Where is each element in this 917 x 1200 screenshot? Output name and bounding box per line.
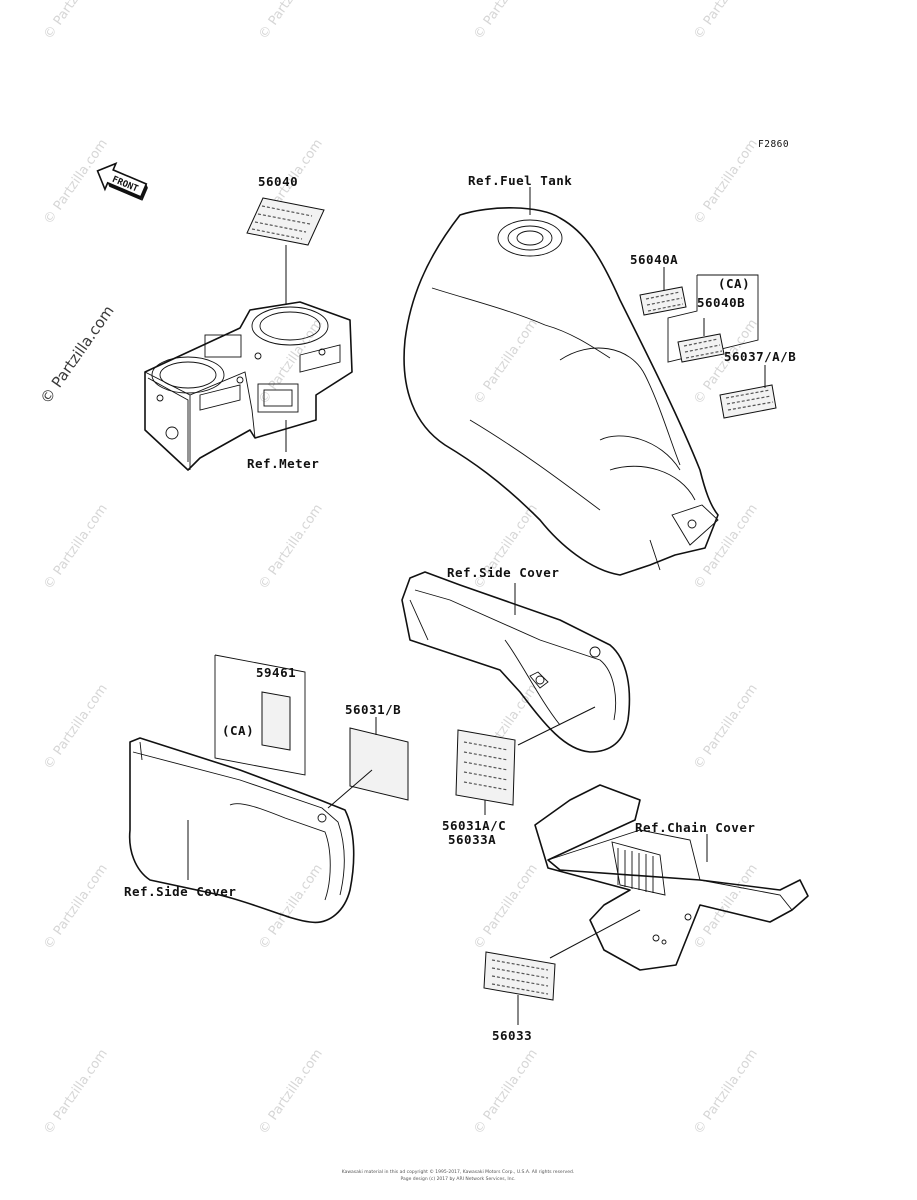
- ca-group-59461: [214, 654, 306, 776]
- watermark: © Partzilla.com: [41, 137, 111, 228]
- callout-56031AC: 56031A/C: [442, 818, 506, 833]
- ca-group-56040B: [667, 274, 759, 363]
- watermark: © Partzilla.com: [471, 0, 541, 42]
- side-cover-right: [401, 571, 631, 753]
- decal-56031B: [327, 717, 409, 809]
- side-cover-left: [128, 737, 355, 924]
- watermark-dark: © Partzilla.com: [37, 302, 118, 407]
- watermark-layer: © Partzilla.com © Partzilla.com © Partzi…: [37, 0, 761, 1137]
- watermark: © Partzilla.com: [691, 502, 761, 593]
- watermark: © Partzilla.com: [256, 317, 326, 408]
- decal-56031AC: [455, 729, 516, 815]
- ca-label-2: (CA): [222, 723, 254, 738]
- watermark: © Partzilla.com: [41, 0, 111, 42]
- footer-page-design: Page design (c) 2017 by ARI Network Serv…: [400, 1176, 515, 1182]
- ca-label-1: (CA): [718, 276, 750, 291]
- callout-ref-fuel-tank: Ref.Fuel Tank: [468, 173, 572, 188]
- callout-56040: 56040: [258, 174, 298, 189]
- callout-59461: 59461: [256, 665, 296, 680]
- watermark: © Partzilla.com: [256, 1047, 326, 1138]
- watermark: © Partzilla.com: [41, 862, 111, 953]
- watermark: © Partzilla.com: [256, 502, 326, 593]
- figure-code: F2860: [758, 139, 789, 150]
- callout-ref-chain-cover: Ref.Chain Cover: [635, 820, 755, 835]
- decal-56037: [719, 365, 777, 419]
- watermark: © Partzilla.com: [691, 0, 761, 42]
- watermark: © Partzilla.com: [41, 1047, 111, 1138]
- watermark: © Partzilla.com: [691, 137, 761, 228]
- callout-56033: 56033: [492, 1028, 532, 1043]
- decal-56040A: [639, 267, 687, 316]
- watermark: © Partzilla.com: [691, 862, 761, 953]
- callout-56031B: 56031/B: [345, 702, 401, 717]
- fuel-tank: [403, 187, 719, 576]
- callout-ref-side-cover-left: Ref.Side Cover: [124, 884, 236, 899]
- watermark: © Partzilla.com: [256, 0, 326, 42]
- callout-56040B: 56040B: [697, 295, 745, 310]
- callout-ref-side-cover-right: Ref.Side Cover: [447, 565, 559, 580]
- meter-assembly: [144, 301, 353, 471]
- footer-copyright: Kawasaki material in this ad copyright ©…: [342, 1168, 575, 1175]
- watermark: © Partzilla.com: [691, 1047, 761, 1138]
- watermark: © Partzilla.com: [41, 502, 111, 593]
- watermark: © Partzilla.com: [256, 862, 326, 953]
- callout-56033A: 56033A: [448, 832, 496, 847]
- watermark: © Partzilla.com: [41, 682, 111, 773]
- decal-56040: [246, 197, 325, 305]
- watermark: © Partzilla.com: [471, 1047, 541, 1138]
- callout-ref-meter: Ref.Meter: [247, 456, 319, 471]
- callout-56037: 56037/A/B: [724, 349, 796, 364]
- watermark: © Partzilla.com: [691, 682, 761, 773]
- decal-56033: [483, 951, 556, 1025]
- callout-56040A: 56040A: [630, 252, 678, 267]
- front-arrow-icon: FRONT: [96, 162, 148, 201]
- watermark: © Partzilla.com: [471, 317, 541, 408]
- watermark: © Partzilla.com: [471, 862, 541, 953]
- chain-cover: [534, 784, 809, 971]
